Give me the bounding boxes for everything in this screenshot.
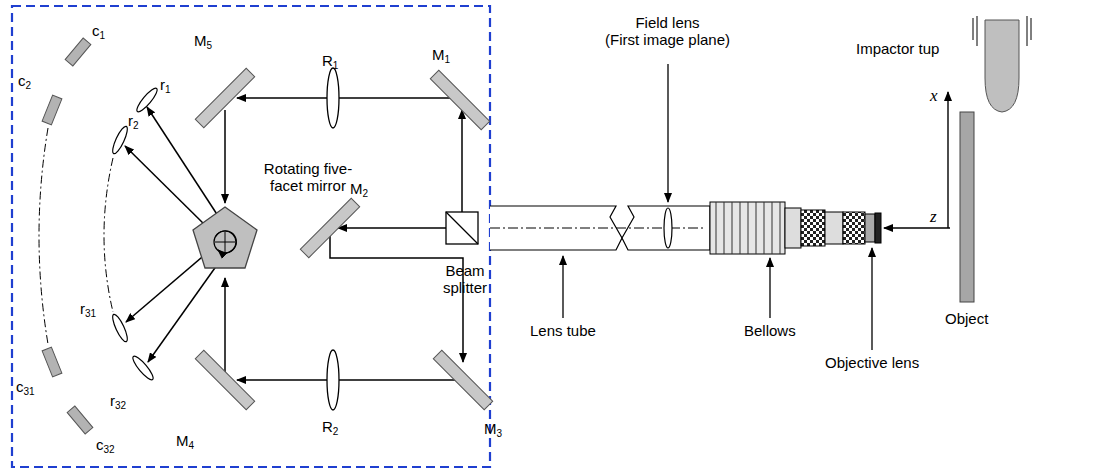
arc-lines xyxy=(39,128,113,344)
part-label: r31 xyxy=(80,300,96,320)
part-label: M2 xyxy=(350,180,368,200)
beam-splitter-cube xyxy=(446,212,478,244)
object-bar xyxy=(960,112,974,302)
lens-tube xyxy=(490,206,710,250)
housing-box xyxy=(12,6,490,467)
axis-label: z xyxy=(930,207,937,227)
beam-paths xyxy=(125,98,950,380)
part-label: M5 xyxy=(194,32,212,52)
callout-label: Field lens(First image plane) xyxy=(605,14,730,49)
part-label: M3 xyxy=(484,420,502,440)
bellows-rib xyxy=(756,202,757,254)
label-line: (First image plane) xyxy=(605,31,730,48)
callout-label: Lens tube xyxy=(530,322,596,339)
part-label: c32 xyxy=(96,436,115,456)
bellows-rib xyxy=(732,202,733,254)
part-label: r1 xyxy=(160,76,171,96)
bellows-rib xyxy=(780,202,781,254)
callout-label: Bellows xyxy=(744,322,796,339)
camera-lenses xyxy=(110,86,160,382)
axes xyxy=(947,92,948,228)
part-label: c1 xyxy=(92,22,105,42)
bellows-rib xyxy=(748,202,749,254)
part-label: c2 xyxy=(18,72,31,92)
part-label: R1 xyxy=(322,52,338,72)
callout-label: Impactor tup xyxy=(856,40,939,57)
bellows-rib xyxy=(764,202,765,254)
impactor-tup xyxy=(973,16,1031,112)
label-line: Field lens xyxy=(605,14,730,31)
part-label: M1 xyxy=(432,46,450,66)
callout-label: Objective lens xyxy=(825,354,919,371)
camera-sensors xyxy=(42,38,93,434)
part-label: M4 xyxy=(176,432,194,452)
bellows-rib xyxy=(716,202,717,254)
bellows xyxy=(710,202,785,254)
bellows-rib xyxy=(740,202,741,254)
objective-lens xyxy=(785,208,881,248)
part-label: r2 xyxy=(128,112,139,132)
callout-label: Object xyxy=(945,310,988,327)
relay-lenses xyxy=(327,68,339,410)
bellows-rib xyxy=(772,202,773,254)
leader-lines xyxy=(563,64,872,350)
bellows-rib xyxy=(724,202,725,254)
axis-label: x xyxy=(930,86,938,106)
callout-label: Beam splitter xyxy=(430,262,500,297)
part-label: c31 xyxy=(16,378,35,398)
rotating-mirror xyxy=(193,207,257,268)
part-label: r32 xyxy=(110,392,126,412)
part-label: R2 xyxy=(322,418,338,438)
